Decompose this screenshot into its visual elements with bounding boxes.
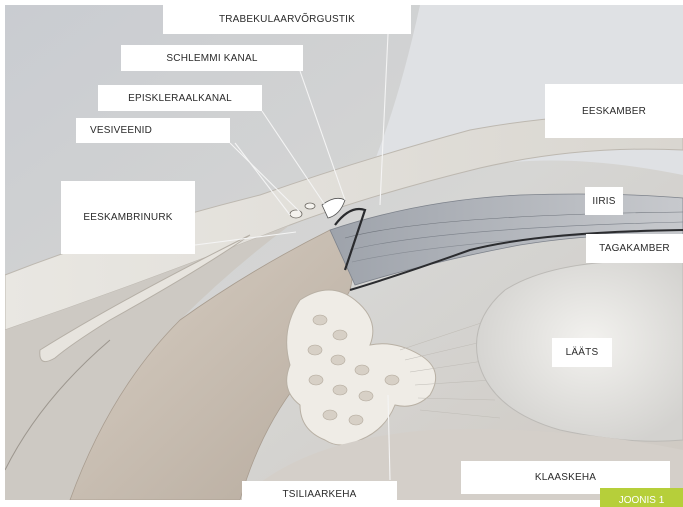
label-lens: LÄÄTS	[552, 338, 612, 367]
figure-number-badge: JOONIS 1	[600, 488, 683, 507]
label-iris: IIRIS	[585, 187, 623, 215]
label-trabecular-meshwork: TRABEKULAARVÕRGUSTIK	[163, 4, 411, 34]
label-aqueous-veins: VESIVEENID	[76, 118, 230, 143]
label-episcleral-canal: EPISKLERAALKANAL	[98, 85, 262, 111]
label-anterior-chamber: EESKAMBER	[545, 84, 683, 138]
label-ciliary-body: TSILIAARKEHA	[242, 481, 397, 507]
label-schlemm-canal: SCHLEMMI KANAL	[121, 45, 303, 71]
label-posterior-chamber: TAGAKAMBER	[586, 234, 683, 263]
label-anterior-chamber-angle: EESKAMBRINURK	[61, 181, 195, 254]
